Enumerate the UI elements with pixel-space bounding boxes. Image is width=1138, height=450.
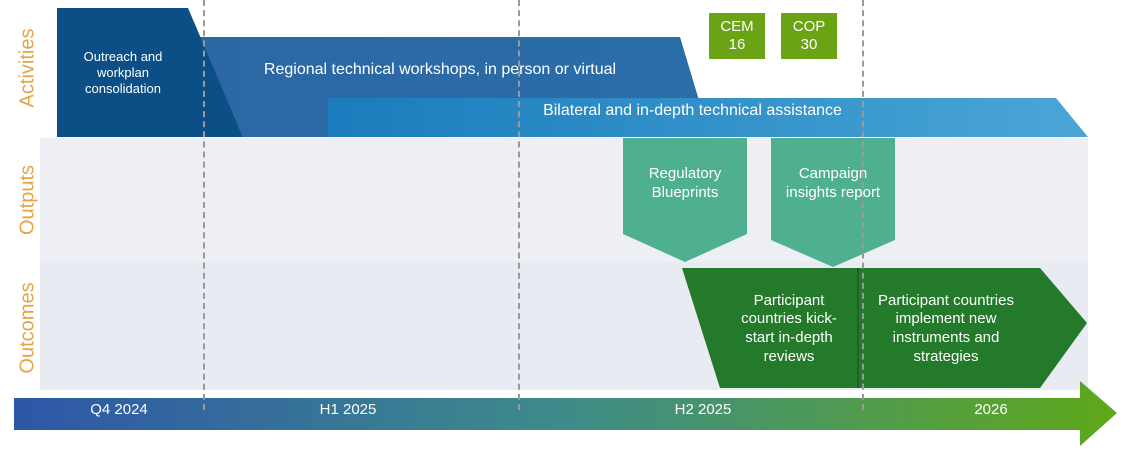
outreach-label: Outreach and workplan consolidation: [83, 48, 163, 97]
timeline-label-q4-2024: Q4 2024: [90, 401, 148, 418]
divider-h1-h2: [518, 0, 520, 410]
assistance-label: Bilateral and in-depth technical assista…: [543, 102, 842, 119]
divider-h2-2026: [862, 0, 864, 410]
timeline-label-2026: 2026: [974, 401, 1008, 418]
insights-label: Campaign insights report: [785, 165, 881, 201]
blueprints-label: Regulatory Blueprints: [648, 165, 722, 201]
outreach-shape: [57, 8, 243, 137]
insights-shape: [771, 138, 895, 267]
reviews-label: Participant countries kick- start in-dep…: [741, 291, 837, 365]
cop-event-badge: COP 30: [781, 13, 837, 59]
cem-event-badge: CEM 16: [709, 13, 765, 59]
implement-label: Participant countries implement new inst…: [878, 291, 1014, 365]
timeline-label-h1-2025: H1 2025: [319, 401, 377, 418]
divider-q4-h1: [203, 0, 205, 410]
implement-shape: [858, 268, 1087, 388]
workshops-label: Regional technical workshops, in person …: [263, 61, 617, 78]
outputs-band: [40, 138, 1088, 262]
timeline-arrow: [14, 381, 1117, 446]
blueprints-shape: [623, 138, 747, 262]
reviews-shape: [682, 268, 858, 388]
timeline-label-h2-2025: H2 2025: [674, 401, 732, 418]
